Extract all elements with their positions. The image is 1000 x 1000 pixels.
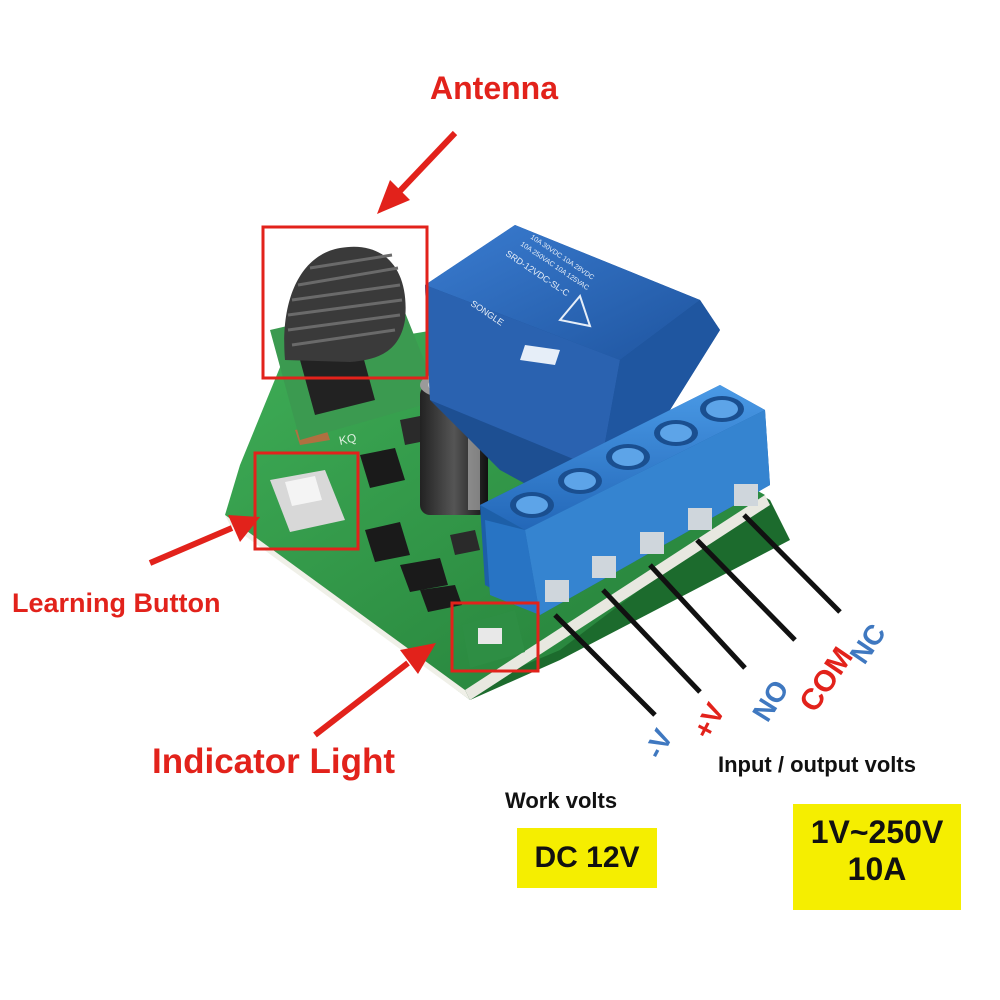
io-volts-label: Input / output volts: [718, 752, 916, 777]
io-volts-value-box: 1V~250V 10A: [793, 804, 961, 910]
wire-com: [695, 538, 797, 642]
wire-plus-v: [601, 588, 702, 694]
wire-no: [648, 563, 747, 670]
learning-button-arrow: [148, 515, 260, 566]
relay-logo: [520, 345, 560, 365]
work-volts-label: Work volts: [505, 788, 618, 813]
antenna-arrow: [377, 130, 458, 214]
antenna-highlight-box: [261, 225, 429, 380]
antenna-label: Antenna: [430, 70, 558, 106]
antenna-coil: [284, 246, 406, 362]
wire-nc: [742, 513, 842, 614]
work-volts-value: DC 12V: [517, 828, 657, 888]
indicator-light-label: Indicator Light: [152, 742, 396, 781]
indicator-light-highlight-box: [450, 601, 540, 673]
terminal-wires: [553, 513, 842, 717]
learning-button: [270, 470, 345, 532]
io-current-rating: 10A: [847, 850, 907, 887]
relay-warning-triangle: [558, 293, 592, 328]
terminal-block: [480, 385, 770, 615]
learning-button-label: Learning Button: [12, 588, 221, 618]
indicator-light-arrow: [313, 643, 436, 738]
wire-minus-v: [553, 613, 657, 717]
io-volts-range: 1V~250V: [810, 814, 944, 850]
board-marking-text: KQ: [338, 431, 358, 448]
indicator-led: [462, 610, 525, 668]
learning-button-highlight-box: [253, 451, 360, 551]
